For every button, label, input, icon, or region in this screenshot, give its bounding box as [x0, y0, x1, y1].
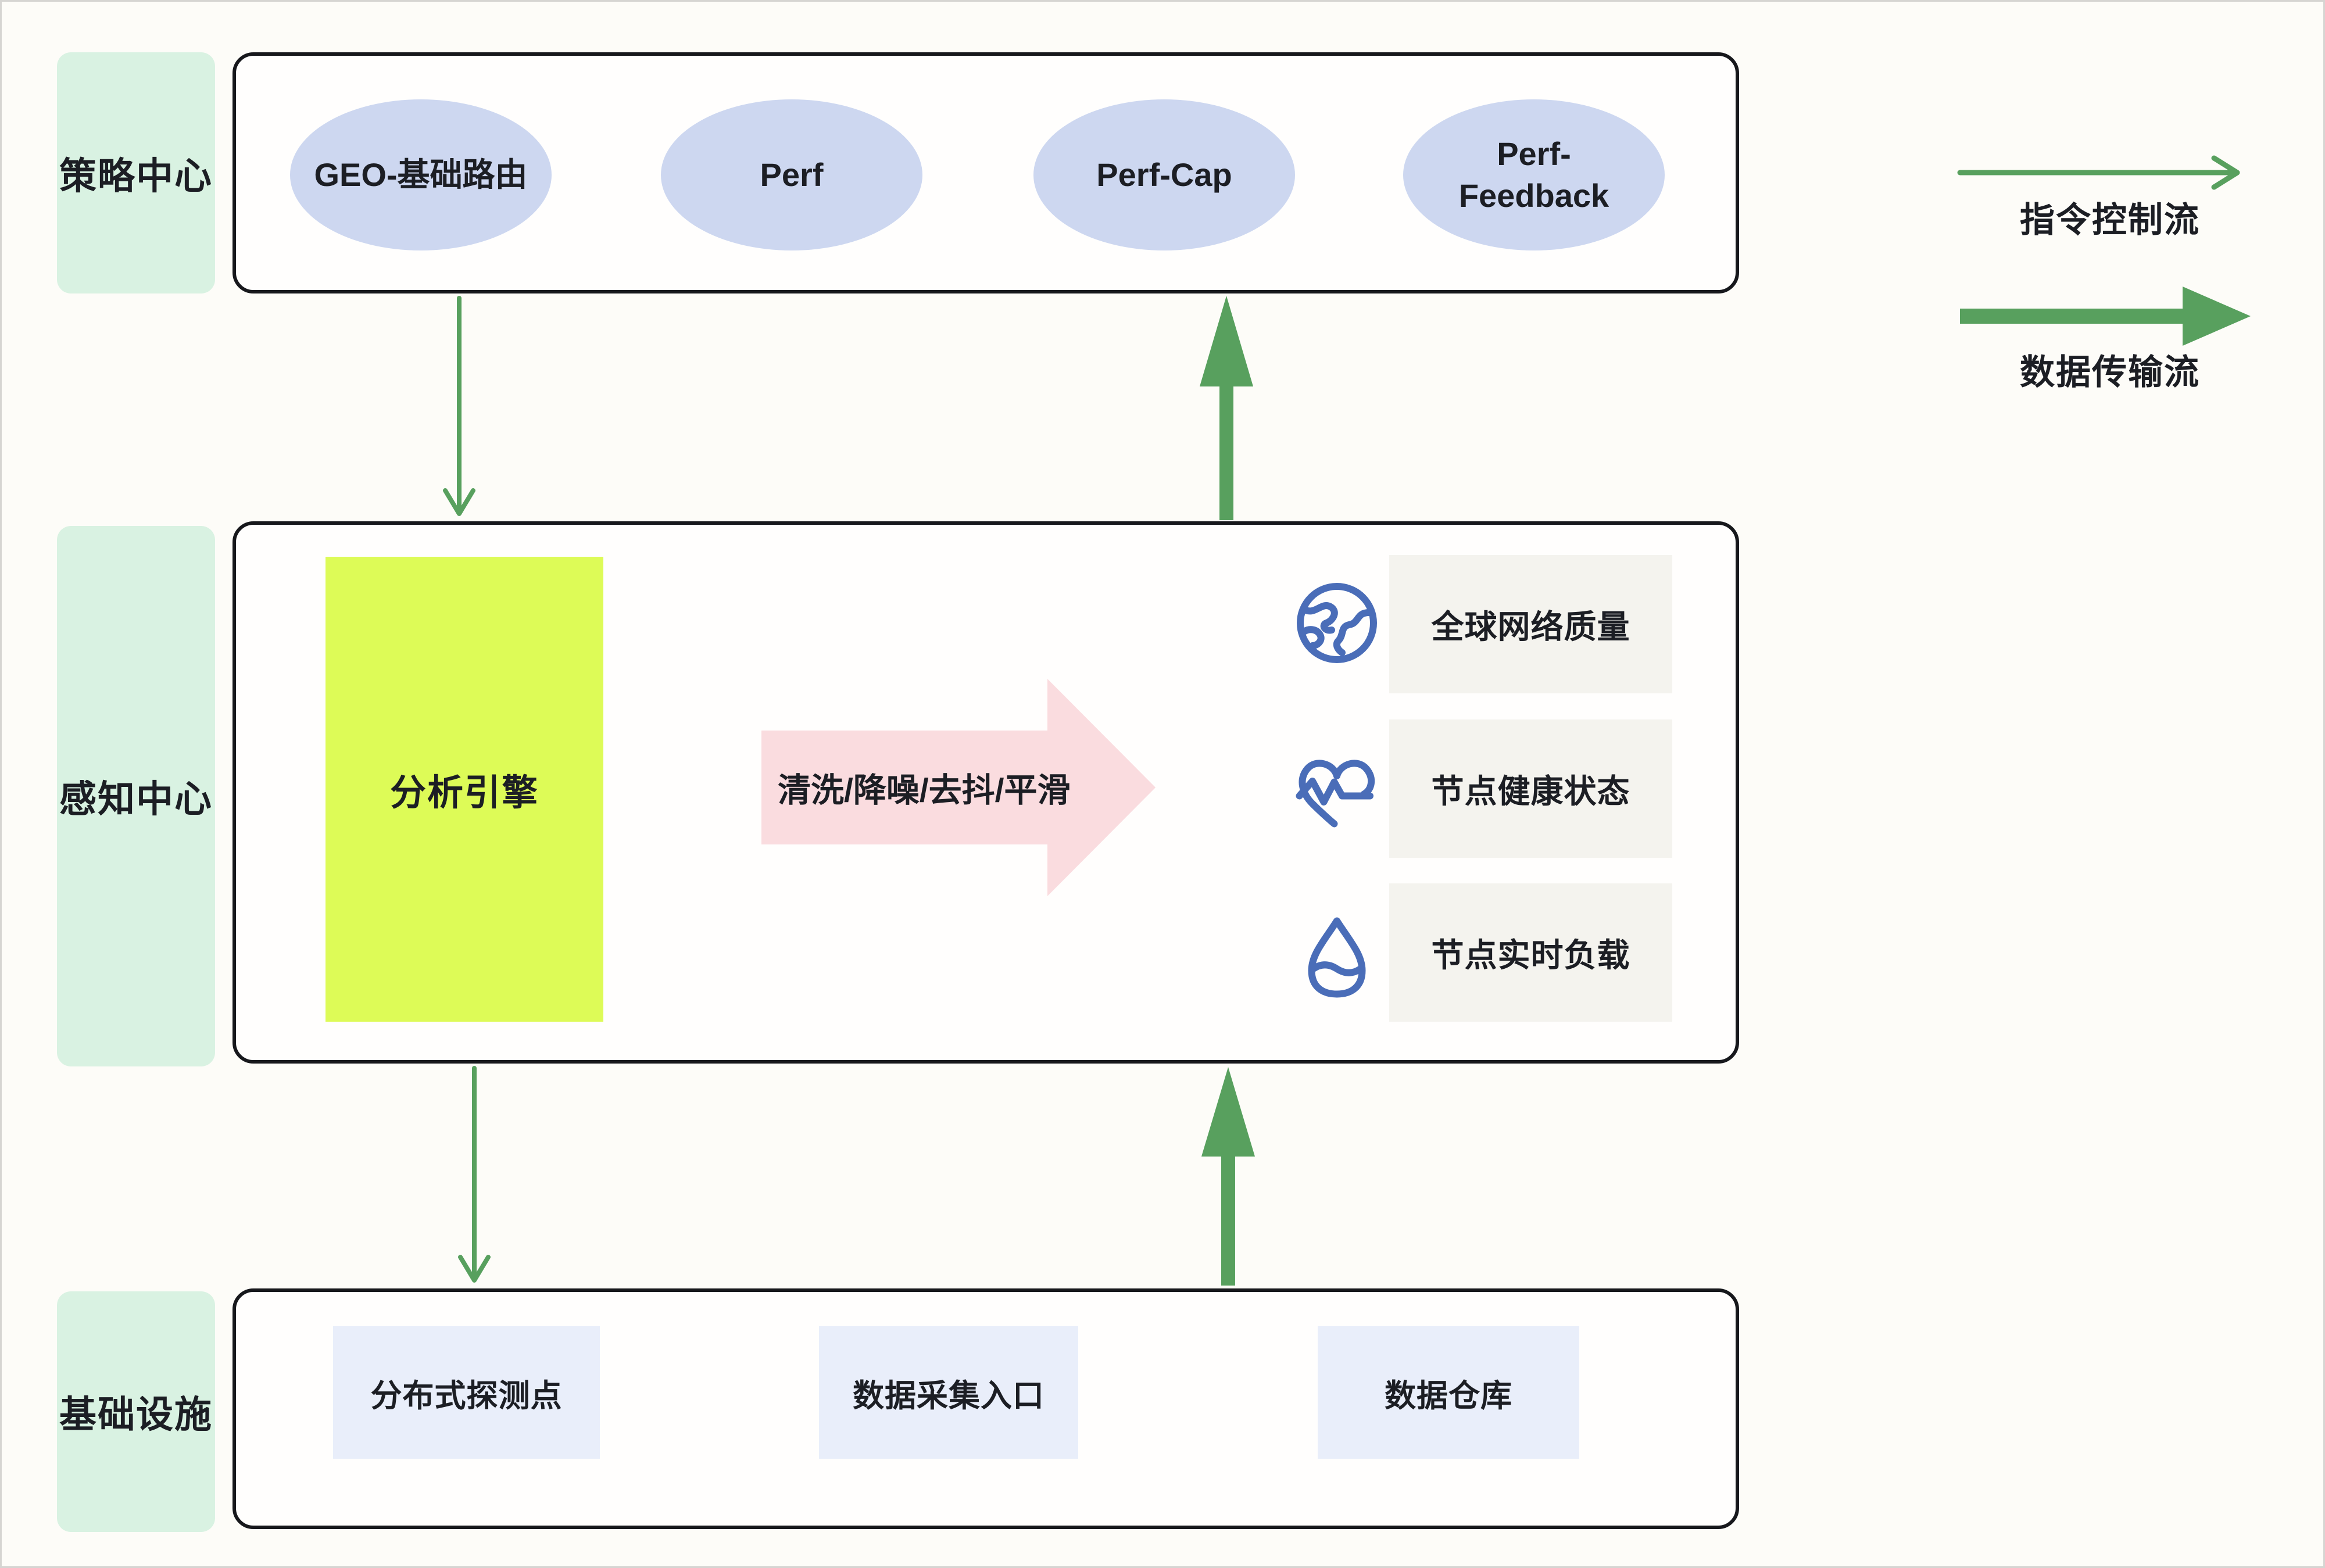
- control-flow-arrow-down-2: [451, 1065, 498, 1286]
- strategy-node-ellipse: Perf: [661, 99, 922, 250]
- infra-node-probes: 分布式探测点: [333, 1326, 600, 1459]
- infra-node-ingest: 数据采集入口: [819, 1326, 1078, 1459]
- heart-pulse-icon: [1293, 748, 1380, 835]
- layer-label-perception: 感知中心: [57, 526, 215, 1066]
- control-flow-legend-label: 指令控制流: [2020, 201, 2200, 239]
- data-flow-legend-arrow-icon: [1957, 282, 2259, 350]
- strategy-node-label: GEO-基础路由: [314, 156, 528, 194]
- layer-label-infrastructure: 基础设施: [57, 1291, 215, 1532]
- strategy-node-label: Perf: [760, 156, 824, 194]
- analysis-engine-block: 分析引擎: [326, 557, 603, 1022]
- layer-label-strategy: 策略中心: [57, 52, 215, 293]
- process-arrow: 清洗/降噪/去抖/平滑: [761, 674, 1157, 901]
- data-flow-arrow-up-2: [1193, 1065, 1263, 1287]
- control-flow-arrow-down-1: [436, 295, 482, 520]
- strategy-node-label: Perf-Feedback: [1458, 135, 1609, 214]
- process-arrow-label: 清洗/降噪/去抖/平滑: [778, 772, 1071, 809]
- strategy-node-ellipse: Perf-Cap: [1033, 99, 1295, 250]
- strategy-node-ellipse: GEO-基础路由: [290, 99, 552, 250]
- strategy-node-label: Perf-Cap: [1096, 156, 1232, 194]
- data-flow-arrow-up-1: [1192, 293, 1261, 521]
- data-flow-legend-label: 数据传输流: [2020, 353, 2200, 392]
- metric-label-network-quality: 全球网络质量: [1389, 555, 1672, 693]
- metric-label-node-load: 节点实时负载: [1389, 883, 1672, 1022]
- metric-label-node-health: 节点健康状态: [1389, 719, 1672, 858]
- water-drop-icon: [1293, 913, 1380, 1000]
- infra-node-warehouse: 数据仓库: [1318, 1326, 1579, 1459]
- globe-icon: [1293, 579, 1380, 667]
- right-arrow-shape-icon: [761, 679, 1156, 896]
- control-flow-legend-arrow-icon: [1957, 152, 2248, 193]
- strategy-node-ellipse: Perf-Feedback: [1403, 99, 1665, 250]
